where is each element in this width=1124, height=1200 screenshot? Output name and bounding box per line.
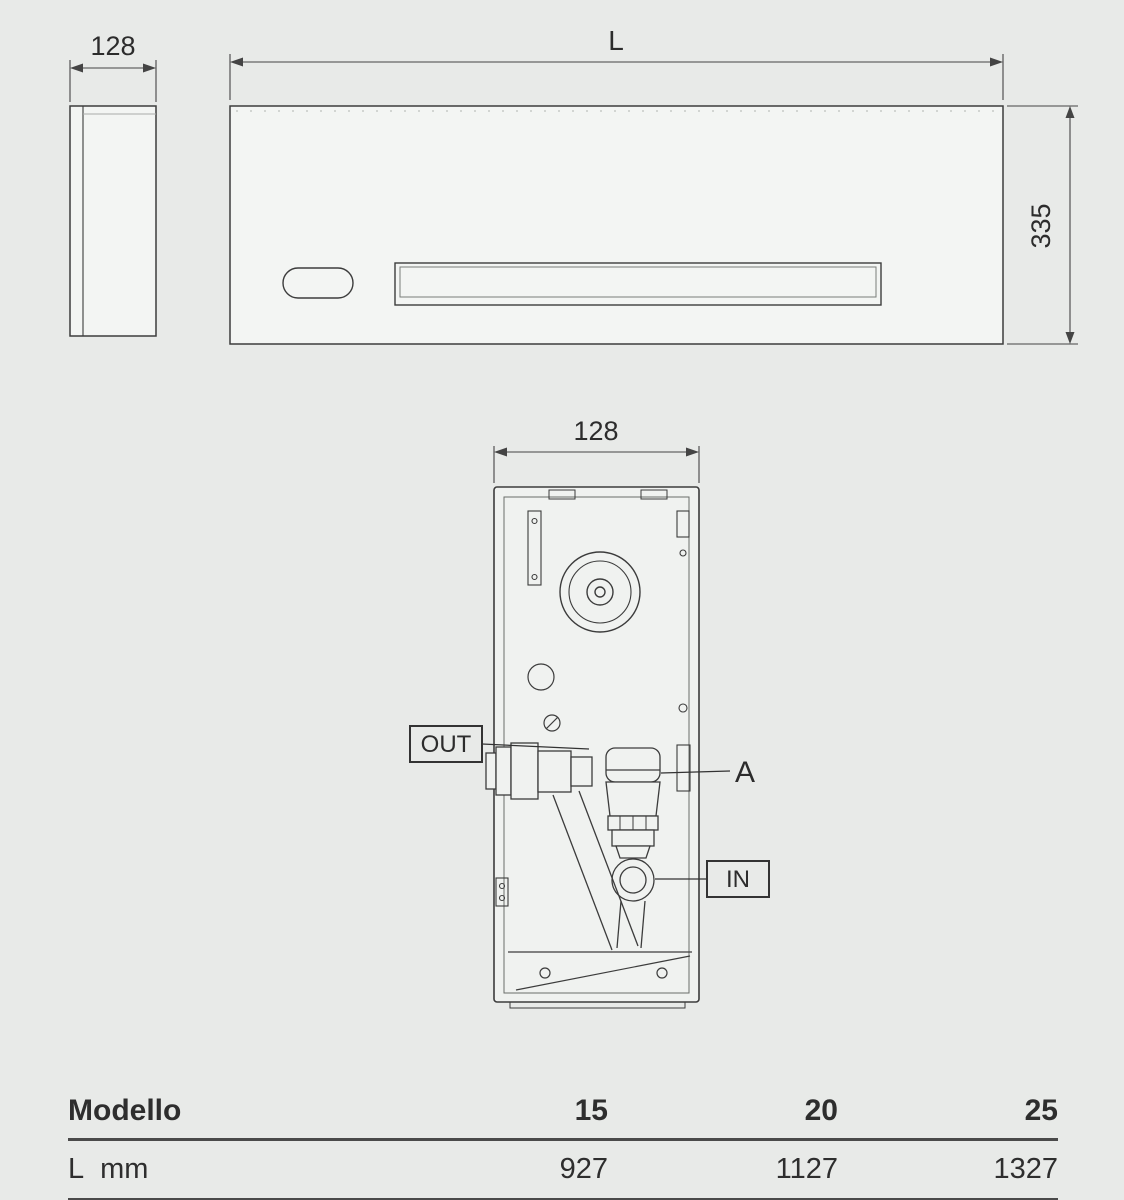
condensate-tray	[508, 951, 692, 1009]
side-view-body	[69, 105, 157, 337]
diagonal-duct	[552, 790, 639, 951]
table-header-col-25: 25	[1024, 1094, 1058, 1127]
in-callout-box	[706, 860, 770, 898]
table-header-col-15: 15	[574, 1094, 608, 1127]
length-value-15: 927	[559, 1153, 608, 1185]
section-depth-dim-label: 128	[573, 416, 618, 446]
table-header-model: Modello	[68, 1094, 182, 1127]
callouts: OUT A IN	[409, 725, 770, 898]
mounting-brackets	[495, 510, 691, 907]
length-unit: mm	[100, 1153, 149, 1185]
fan-motor	[559, 551, 641, 633]
out-callout-box	[409, 725, 483, 763]
drawing-canvas: 128 L	[69, 25, 1078, 1009]
front-length-dim-label: L	[608, 25, 624, 56]
out-label: OUT	[421, 731, 472, 758]
screw	[543, 714, 561, 732]
front-view-length-dimension	[229, 54, 1004, 100]
spec-table-header-row: Modello 15 20 25	[68, 1088, 1058, 1141]
side-view: 128	[69, 31, 157, 337]
side-view-width-dimension	[69, 60, 157, 102]
section-depth-dimension	[493, 446, 700, 483]
front-view: L 335	[229, 25, 1078, 345]
in-valve-union	[611, 858, 655, 949]
front-view-body	[229, 105, 1004, 345]
valve-a-label: A	[735, 756, 755, 789]
length-symbol: L	[68, 1153, 85, 1185]
side-width-dim-label: 128	[90, 31, 135, 61]
length-value-25: 1327	[993, 1153, 1058, 1185]
valve-actuator	[605, 747, 661, 859]
knockout-hole	[527, 663, 555, 691]
length-value-20: 1127	[775, 1153, 838, 1185]
air-outlet-slot	[394, 262, 882, 306]
section-view: 128	[485, 416, 700, 1009]
in-label: IN	[726, 866, 750, 893]
table-header-col-20: 20	[804, 1094, 838, 1127]
front-view-height-dimension	[1007, 105, 1078, 345]
control-window	[282, 267, 354, 299]
out-pipe-assembly	[485, 742, 593, 800]
front-height-dim-label: 335	[1026, 203, 1056, 248]
